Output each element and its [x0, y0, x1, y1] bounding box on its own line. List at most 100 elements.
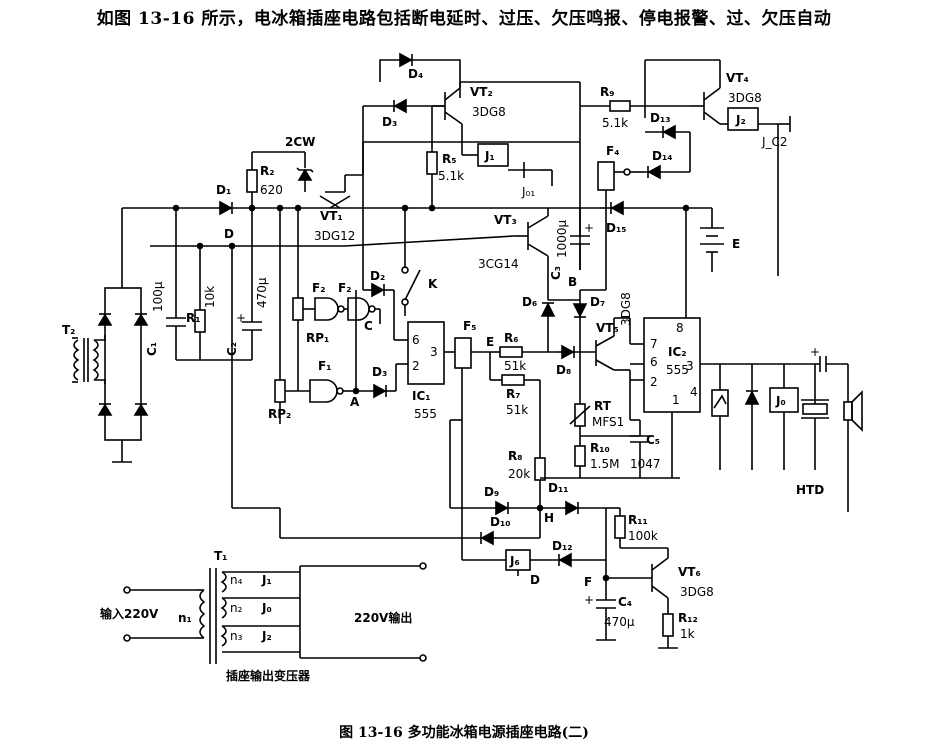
- d7-type: 3DG8: [619, 292, 633, 326]
- resistor-r10: R₁₀ 1.5M: [574, 436, 619, 478]
- vt1-label: VT₁: [320, 209, 343, 223]
- htd-label: HTD: [796, 483, 824, 497]
- transistor-vt4: VT₄ 3DG8: [644, 59, 762, 125]
- relay-f4: F₄: [597, 144, 645, 208]
- n1-label: n₁: [178, 611, 192, 625]
- d2-label: D₂: [370, 269, 385, 283]
- svg-text:+: +: [236, 311, 246, 325]
- svg-text:+: +: [584, 221, 594, 235]
- capacitor-c2: + C₂ 470μ: [225, 208, 269, 360]
- k-label: K: [428, 277, 438, 291]
- header-text: 如图 13-16 所示，电冰箱插座电路包括断电延时、过压、欠压鸣报、停电报警、过…: [96, 9, 832, 29]
- d11-label: D₁₁: [548, 481, 568, 495]
- diode-d4: D₄: [379, 52, 461, 98]
- r6-value: 51k: [504, 359, 526, 373]
- vt6-type: 3DG8: [680, 585, 714, 599]
- ic2-pin2: 2: [650, 375, 658, 389]
- t1-label: T₁: [214, 549, 227, 563]
- c3-label: C₃: [549, 266, 563, 280]
- supply-rail: D₁ D: [122, 183, 600, 509]
- c5-value: 1047: [630, 457, 661, 471]
- j1-contact-label: J₁: [261, 573, 272, 587]
- r7-label: R₇: [506, 387, 521, 401]
- svg-text:+: +: [584, 593, 594, 607]
- zener-2cw: 2CW: [252, 135, 315, 192]
- ic2-pin6: 6: [650, 355, 658, 369]
- ic2-pin1: 1: [672, 393, 680, 407]
- c1-label: C₁: [145, 342, 159, 356]
- vt1-type: 3DG12: [314, 229, 355, 243]
- transformer-caption: 插座输出变压器: [226, 668, 311, 683]
- gates-f2: F₂ F₂: [310, 281, 380, 321]
- transistor-vt3: VT₃ 3CG14: [478, 208, 549, 300]
- d8-label: D₈: [556, 363, 571, 377]
- d12-label: D₁₂: [552, 539, 572, 553]
- resistor-r12: R₁₂ 1k: [658, 611, 698, 649]
- transistor-vt6: VT₆ 3DG8: [606, 547, 714, 614]
- diode-d8: D₈: [556, 344, 596, 377]
- r9-label: R₉: [600, 85, 615, 99]
- node-d-label: D: [224, 227, 234, 241]
- capacitor-c3: + C₃ 1000μ: [549, 208, 594, 280]
- diode-d7: D₇ 3DG8 B: [548, 275, 633, 400]
- c2-label: C₂: [225, 342, 239, 356]
- node-a-label: A: [350, 395, 360, 409]
- f2b-label: F₂: [338, 281, 351, 295]
- r6-label: R₆: [504, 331, 519, 345]
- r2-value: 620: [260, 183, 283, 197]
- relay-j2: J₂ J_C2: [720, 107, 791, 276]
- node-c-label: C: [364, 319, 373, 333]
- j0-contact-label: J₀: [261, 601, 272, 615]
- ic1-pin2: 2: [412, 359, 420, 373]
- battery-e: E: [700, 208, 740, 272]
- resistor-r11: R₁₁ 100k: [605, 507, 658, 578]
- ic2-label: IC₂: [668, 345, 687, 359]
- potentiometer-rp1: RP₁: [292, 208, 329, 356]
- vt2-label: VT₂: [470, 85, 493, 99]
- j0-relay-label: J₀: [775, 394, 786, 408]
- resistor-r5: R₅ 5.1k: [426, 106, 464, 208]
- d13-label: D₁₃: [650, 111, 670, 125]
- r12-label: R₁₂: [678, 611, 698, 625]
- r5-label: R₅: [442, 152, 457, 166]
- node-h-label: H: [544, 511, 554, 525]
- f1-label: F₁: [318, 359, 331, 373]
- n3-label: n₃: [230, 629, 243, 643]
- ic1-type: 555: [414, 407, 437, 421]
- d4-label: D₄: [408, 67, 423, 81]
- transformer-t2: T₂: [62, 323, 106, 384]
- ic2-pin8: 8: [676, 321, 684, 335]
- c1-value: 100μ: [151, 281, 165, 312]
- d9-label: D₉: [484, 485, 499, 499]
- diode-d6: D₆: [522, 295, 556, 352]
- ic2-555: 8 7 6 2 1 3 4 IC₂ 555: [629, 317, 720, 420]
- d3-top-label: D₃: [382, 115, 397, 129]
- node-d2-label: D: [530, 573, 540, 587]
- d6-label: D₆: [522, 295, 537, 309]
- r2-label: R₂: [260, 164, 275, 178]
- diode-d2: D₂ C: [363, 269, 395, 340]
- resistor-r6: R₆ 51k: [490, 331, 556, 373]
- ic1-pin6: 6: [412, 333, 420, 347]
- t2-label: T₂: [62, 323, 75, 337]
- transistor-vt2: VT₂ 3DG8: [432, 82, 506, 138]
- c5-label: C₅: [646, 433, 660, 447]
- j2-relay-label: J₂: [735, 113, 746, 127]
- relay-j1: J₁ J₀₁: [461, 138, 553, 199]
- r5-value: 5.1k: [438, 169, 464, 183]
- f2a-label: F₂: [312, 281, 325, 295]
- ic2-type: 555: [666, 363, 689, 377]
- transformer-t1: T₁ n₁ n₄ n₂ n₃ J₁ J₀ J₂ 输入220V 220V输出 插座…: [100, 549, 427, 683]
- d1-label: D₁: [216, 183, 231, 197]
- d15-label: D₁₅: [606, 221, 626, 235]
- r11-label: R₁₁: [628, 513, 648, 527]
- r9-value: 5.1k: [602, 116, 628, 130]
- zener-label: 2CW: [285, 135, 315, 149]
- j6-label: J₆: [509, 554, 520, 568]
- f5-label: F₅: [463, 319, 476, 333]
- figure-caption: 图 13-16 多功能冰箱电源插座电路(二): [339, 725, 589, 741]
- resistor-r2: R₂ 620: [246, 152, 283, 208]
- node-f-label: F: [584, 575, 592, 589]
- ic2-pin3: 3: [686, 359, 694, 373]
